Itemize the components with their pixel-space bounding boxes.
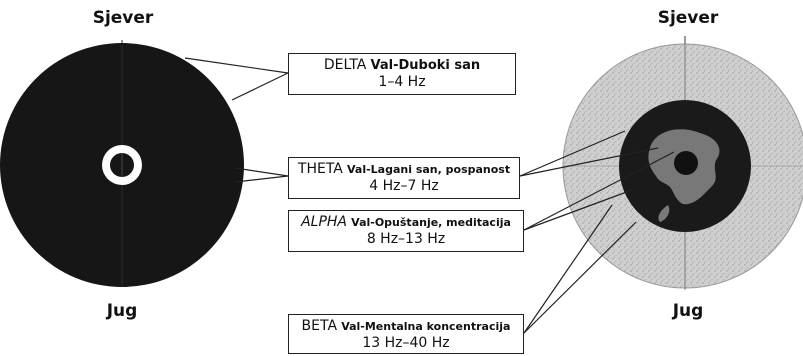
alpha-label-box: ALPHA Val-Opuštanje, meditacija 8 Hz–13 …	[288, 210, 524, 252]
theta-wave-name: THETA	[297, 161, 343, 177]
connector-alpha-right-2	[523, 151, 675, 231]
beta-wave-name: BETA	[301, 318, 338, 334]
delta-wave-name: DELTA	[323, 57, 367, 73]
connector-theta-right-1	[519, 130, 626, 177]
connector-theta-upper	[234, 167, 289, 177]
right-globe-core	[674, 151, 698, 175]
connector-alpha-right-1	[523, 189, 633, 231]
beta-wave-description: Val-Mentalna koncentracija	[341, 320, 511, 333]
theta-label-box: THETA Val-Lagani san, pospanost 4 Hz–7 H…	[288, 157, 520, 199]
delta-wave-description: Val-Duboki san	[370, 58, 481, 73]
connector-delta-lower	[231, 72, 289, 101]
theta-wave-description: Val-Lagani san, pospanost	[347, 163, 511, 176]
beta-label-box: BETA Val-Mentalna koncentracija 13 Hz–40…	[288, 314, 524, 354]
left-north-label: Sjever	[92, 8, 154, 28]
delta-frequency: 1–4 Hz	[378, 73, 426, 90]
theta-frequency: 4 Hz–7 Hz	[369, 177, 439, 194]
left-south-label: Jug	[106, 301, 138, 321]
beta-frequency: 13 Hz–40 Hz	[362, 334, 450, 351]
alpha-frequency: 8 Hz–13 Hz	[366, 230, 446, 247]
connector-beta-right-2	[523, 221, 637, 334]
right-south-label: Jug	[672, 301, 704, 321]
connector-theta-right-2	[519, 147, 659, 177]
alpha-wave-name: ALPHA	[301, 214, 348, 230]
delta-label-box: DELTA Val-Duboki san 1–4 Hz	[288, 53, 516, 95]
connector-beta-right-1	[523, 204, 613, 334]
right-north-label: Sjever	[657, 8, 719, 28]
connector-theta-lower	[234, 175, 289, 183]
connector-delta-upper	[184, 57, 289, 74]
alpha-wave-description: Val-Opuštanje, meditacija	[351, 216, 511, 229]
